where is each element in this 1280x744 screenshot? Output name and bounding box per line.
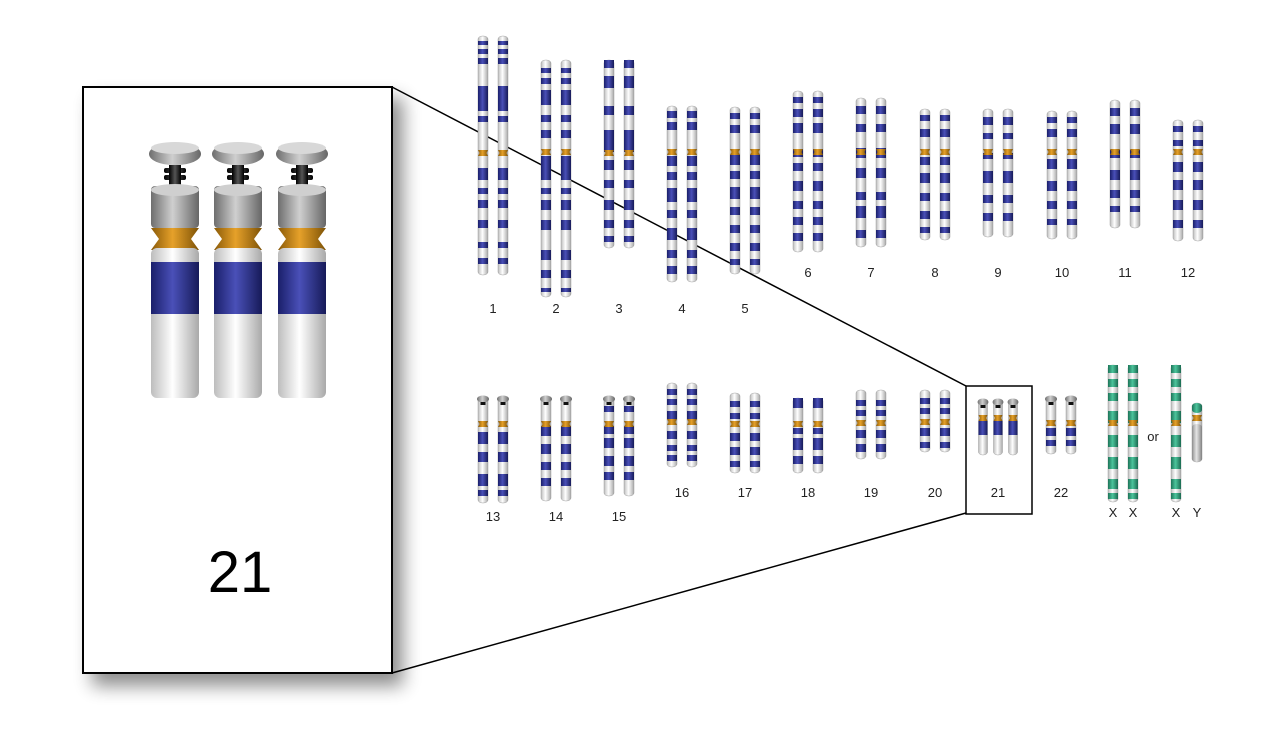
chromosome-large-8-0: [982, 108, 994, 238]
label-chr-19: 19: [864, 485, 878, 500]
chromosome-small-1-0: [540, 395, 552, 502]
chromosome-large-2-1: [623, 59, 635, 249]
label-chr-21: 21: [991, 485, 1005, 500]
label-sex-x2: X: [1129, 505, 1138, 520]
chromosome-x-1: [1127, 364, 1139, 503]
chromosome-small-4-0: [729, 392, 741, 474]
chromosome-large-7-1: [939, 108, 951, 241]
chromosome-large-6-1: [875, 97, 887, 248]
chromosome-y: [1191, 402, 1203, 463]
label-chr-4: 4: [678, 301, 685, 316]
label-chr-8: 8: [931, 265, 938, 280]
chromosome-21-copy-0: [977, 398, 989, 456]
chromosome-small-7-0: [919, 389, 931, 453]
label-chr-14: 14: [549, 509, 563, 524]
label-or: or: [1147, 429, 1159, 444]
label-chr-6: 6: [804, 265, 811, 280]
chromosome-small-8-1: [1065, 395, 1077, 455]
chromosome-labels: 1 2 3 4 5 6 7 8 9 10 11 12 13 14 15 16 1…: [486, 265, 1202, 524]
chromosome-large-3-0: [666, 105, 678, 283]
chromosome-large-10-1: [1129, 99, 1141, 229]
zoom-chromosome-0: [149, 142, 201, 398]
chromosome-large-6-0: [855, 97, 867, 248]
zoom-connector-bottom: [391, 512, 967, 674]
label-chr-20: 20: [928, 485, 942, 500]
label-chr-16: 16: [675, 485, 689, 500]
label-chr-9: 9: [994, 265, 1001, 280]
label-chr-3: 3: [615, 301, 622, 316]
chromosome-large-4-1: [749, 106, 761, 275]
chromosome-x-2: [1170, 364, 1182, 503]
chromosome-large-5-0: [792, 90, 804, 253]
label-chr-2: 2: [552, 301, 559, 316]
chromosome-small-7-1: [939, 389, 951, 453]
chromosome-small-2-0: [603, 395, 615, 497]
label-chr-1: 1: [489, 301, 496, 316]
chromosome-small-8-0: [1045, 395, 1057, 455]
chromosome-large-1-0: [540, 59, 552, 298]
chromosome-small-0-1: [497, 395, 509, 504]
chromosome-small-6-1: [875, 389, 887, 460]
chromosome-large-9-1: [1066, 110, 1078, 240]
chromosome-large-5-1: [812, 90, 824, 253]
chromosome-small-3-0: [666, 382, 678, 468]
label-chr-17: 17: [738, 485, 752, 500]
chromosome-large-11-1: [1192, 119, 1204, 242]
chromosome-small-4-1: [749, 392, 761, 474]
label-sex-x1: X: [1109, 505, 1118, 520]
chromosome-x-0: [1107, 364, 1119, 503]
chromosome-pairs: [477, 35, 1204, 504]
chromosome-small-2-1: [623, 395, 635, 497]
label-sex-x3: X: [1172, 505, 1181, 520]
zoom-label: 21: [208, 540, 273, 605]
chromosome-large-0-1: [497, 35, 509, 276]
label-chr-13: 13: [486, 509, 500, 524]
chromosome-large-1-1: [560, 59, 572, 298]
chromosome-large-9-0: [1046, 110, 1058, 240]
label-chr-22: 22: [1054, 485, 1068, 500]
chromosome-small-5-0: [792, 397, 804, 474]
chromosome-large-7-0: [919, 108, 931, 241]
chromosome-small-3-1: [686, 382, 698, 468]
zoom-chromosomes: [149, 142, 328, 398]
label-chr-12: 12: [1181, 265, 1195, 280]
chromosome-large-3-1: [686, 105, 698, 283]
chromosome-large-0-0: [477, 35, 489, 276]
label-chr-11: 11: [1118, 265, 1132, 280]
chromosome-small-0-0: [477, 395, 489, 504]
label-sex-y: Y: [1193, 505, 1202, 520]
chromosome-large-2-0: [603, 59, 615, 249]
chromosome-21-copy-1: [992, 398, 1004, 456]
label-chr-5: 5: [741, 301, 748, 316]
label-chr-7: 7: [867, 265, 874, 280]
chromosome-large-10-0: [1109, 99, 1121, 229]
zoom-chromosome-2: [276, 142, 328, 398]
chromosome-21-copy-2: [1007, 398, 1019, 456]
label-chr-10: 10: [1055, 265, 1069, 280]
label-chr-15: 15: [612, 509, 626, 524]
chromosome-large-4-0: [729, 106, 741, 275]
chromosome-large-8-1: [1002, 108, 1014, 238]
chromosome-large-11-0: [1172, 119, 1184, 242]
label-chr-18: 18: [801, 485, 815, 500]
chromosome-small-6-0: [855, 389, 867, 460]
chromosome-small-1-1: [560, 395, 572, 502]
zoom-chromosome-1: [212, 142, 264, 398]
chromosome-small-5-1: [812, 397, 824, 474]
